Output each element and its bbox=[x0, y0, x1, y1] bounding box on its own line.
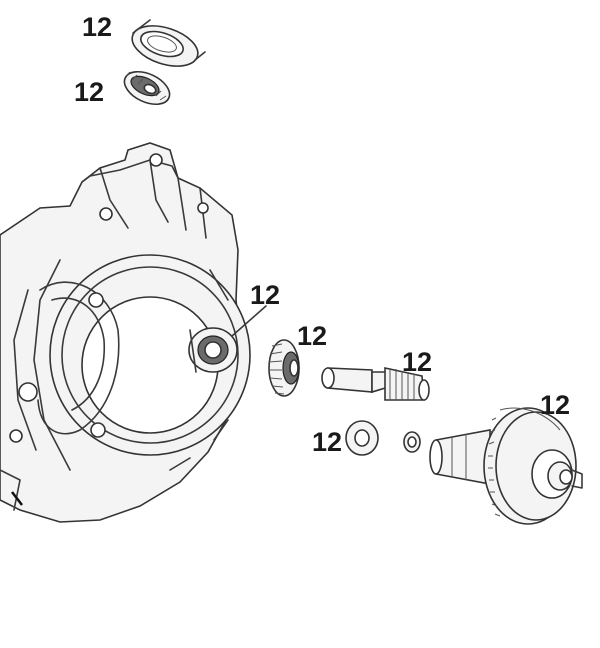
callout-intermediate-shaft: 12 bbox=[402, 347, 432, 377]
intermediate-shaft[interactable] bbox=[321, 367, 430, 401]
top-ball-bearing[interactable] bbox=[127, 18, 206, 73]
output-gear-shaft[interactable] bbox=[429, 407, 583, 525]
callout-output-gear: 12 bbox=[540, 390, 570, 420]
small-ring[interactable] bbox=[403, 431, 421, 453]
housing-bearing[interactable] bbox=[188, 327, 238, 373]
callout-bevel-pinion: 12 bbox=[297, 321, 327, 351]
callout-housing-bearing: 12 bbox=[250, 280, 280, 310]
leader-lines bbox=[231, 305, 267, 337]
bevel-pinion[interactable] bbox=[268, 339, 300, 397]
callout-bevel-gear-top: 12 bbox=[74, 77, 104, 107]
callout-bearing-top: 12 bbox=[82, 12, 112, 42]
callout-washer: 12 bbox=[312, 427, 342, 457]
top-bevel-gear[interactable] bbox=[119, 65, 174, 111]
gear-housing[interactable] bbox=[0, 142, 251, 523]
thrust-washer[interactable] bbox=[345, 420, 379, 456]
